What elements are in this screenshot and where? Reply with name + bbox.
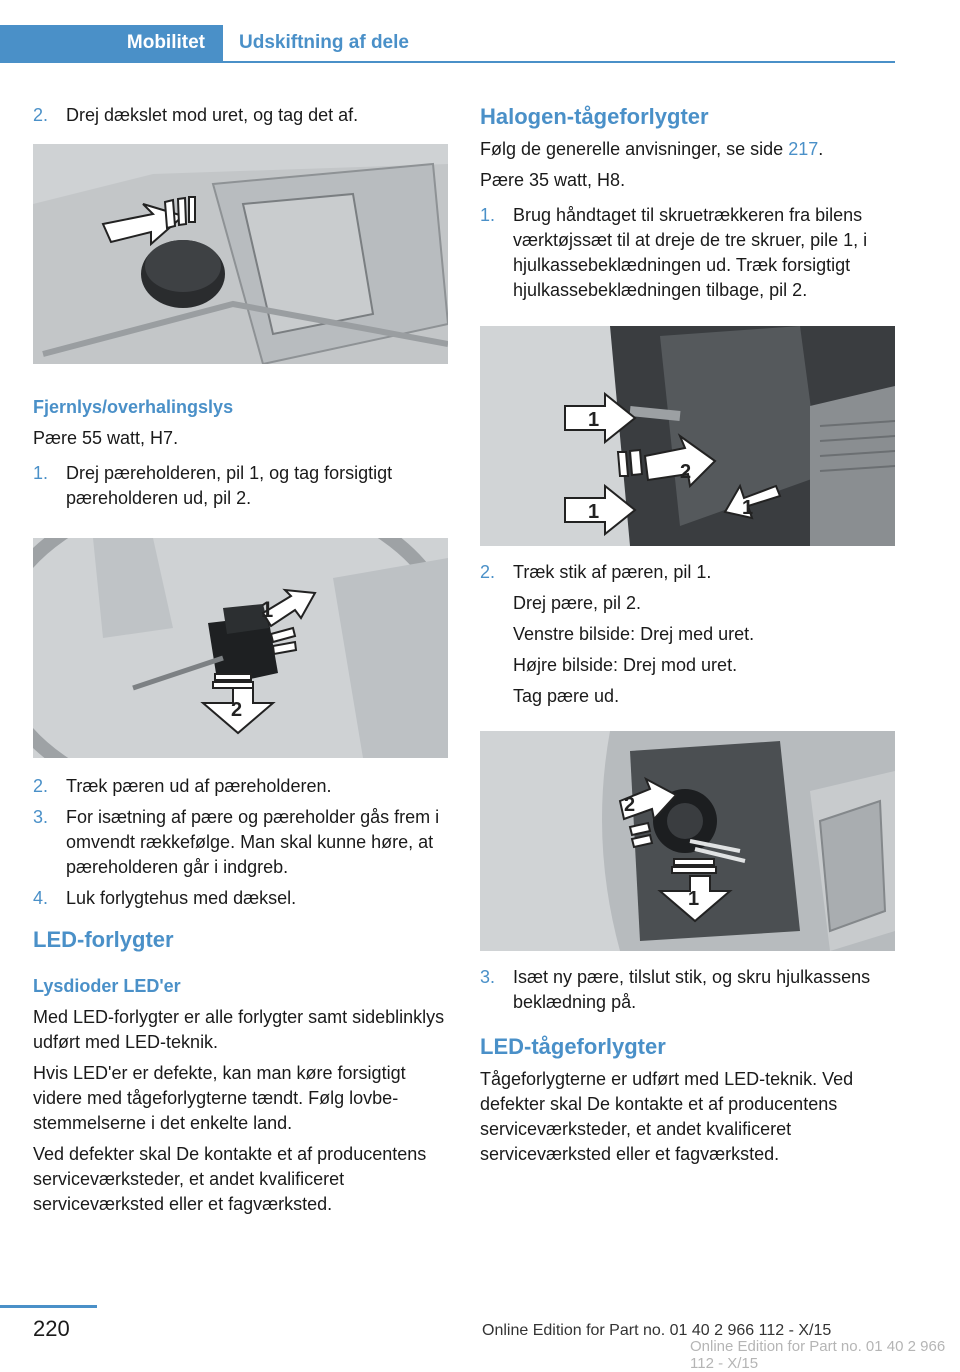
right-column: Halogen-tågeforlygter Følg de generelle … (480, 103, 898, 1167)
arrow-label: 2 (680, 461, 691, 483)
step-text: Træk stik af pæren, pil 1. Drej pære, pi… (513, 560, 898, 709)
list-item: 1. Drej pæreholderen, pil 1, og tag fors… (33, 461, 451, 511)
paragraph: Hvis LED'er er defekte, kan man køre for… (33, 1063, 406, 1133)
intro-text: Følg de generelle anvisninger, se side (480, 139, 789, 159)
arrow-label: 1 (261, 597, 273, 622)
rotate-arrow-icon (101, 203, 186, 247)
arrow-1-icon (723, 483, 782, 520)
tab-section-mobilitet[interactable]: Mobilitet (0, 25, 223, 61)
paragraph: Ved defekter skal De kontakte et af prod… (33, 1144, 427, 1214)
step-number: 3. (480, 967, 496, 987)
step-number: 1. (33, 463, 49, 483)
list-item: 1. Brug håndtaget til skruetrækkeren fra… (480, 203, 898, 303)
paragraph: Følg de generelle anvisninger, se side 2… (480, 137, 898, 162)
arrow-label: 2 (624, 794, 635, 816)
rotate-arrow-icon (261, 588, 317, 628)
bulb-spec: Pære 55 watt, H7. (33, 428, 179, 448)
list-item: 3. For isætning af pære og pæreholder gå… (33, 805, 451, 880)
subheading-leds: Lysdioder LED'er (33, 976, 181, 996)
intro-suffix: . (818, 139, 824, 159)
step-text: Drej pæreholderen, pil 1, og tag forsigt… (66, 463, 393, 508)
paragraph: Tågeforlygterne er udført med LED-teknik… (480, 1069, 854, 1164)
pull-arrow-icon (200, 687, 276, 735)
step-number: 4. (33, 888, 49, 908)
list-item: 4. Luk forlygtehus med dæksel. (33, 886, 451, 911)
section-heading-led-headlights: LED-forlygter (33, 927, 174, 952)
section-heading-halogen-fog: Halogen-tågeforlygter (480, 104, 709, 129)
list-item: 2. Træk pæren ud af pæreholderen. (33, 774, 451, 799)
arrow-1-icon (564, 483, 637, 537)
list-item: 2. Træk stik af pæren, pil 1. Drej pære,… (480, 560, 898, 709)
paragraph: Med LED-forlygter er alle forlygter samt… (33, 1007, 445, 1052)
step-number: 2. (33, 105, 49, 125)
watermark: Online Edition for Part no. 01 40 2 966 … (690, 1338, 946, 1372)
photo-fog-bulb: 2 1 (480, 731, 895, 951)
list-item: 2. Drej dækslet mod uret, og tag det af. (33, 103, 451, 128)
left-column: 2. Drej dækslet mod uret, og tag det af.… (33, 103, 451, 1217)
arrow-label: 1 (588, 409, 599, 431)
step-text: For isætning af pære og pæreholder gås f… (66, 807, 440, 877)
arrow-label: 1 (588, 501, 599, 523)
step-number: 3. (33, 807, 49, 827)
arrow-label: 1 (688, 888, 699, 910)
photo-wheel-arch-lining: 1 2 1 1 (480, 326, 895, 546)
list-item: 3. Isæt ny pære, tilslut stik, og skru h… (480, 965, 898, 1015)
step-text: Drej dækslet mod uret, og tag det af. (66, 105, 359, 125)
pull-arrow-icon (657, 875, 733, 923)
tab-page-title[interactable]: Udskiftning af dele (239, 32, 409, 53)
arrow-label: 2 (231, 699, 242, 721)
edition-line: Online Edition for Part no. 01 40 2 966 … (482, 1322, 832, 1339)
arrow-label: 1 (742, 497, 753, 519)
page-link[interactable]: 217 (788, 139, 819, 159)
step-number: 2. (480, 562, 496, 582)
step-line: Træk stik af pæren, pil 1. (513, 562, 712, 582)
step-line: Venstre bilside: Drej med uret. (513, 624, 755, 644)
section-heading-high-beam: Fjernlys/overhalingslys (33, 397, 234, 417)
arrow-1-icon (564, 391, 637, 445)
bulb-spec: Pære 35 watt, H8. (480, 170, 626, 190)
step-line: Drej pære, pil 2. (513, 593, 642, 613)
step-line: Højre bilside: Drej mod uret. (513, 655, 738, 675)
header-rule (0, 61, 895, 63)
step-text: Luk forlygtehus med dæksel. (66, 888, 297, 908)
arrow-2-icon (643, 433, 717, 489)
rotate-arrow-icon (618, 776, 678, 822)
step-text: Isæt ny pære, tilslut stik, og skru hjul… (513, 967, 871, 1012)
page-number: 220 (33, 1316, 70, 1341)
photo-headlight-cover (33, 144, 448, 364)
step-text: Brug håndtaget til skruetrækkeren fra bi… (513, 205, 868, 300)
step-text: Træk pæren ud af pæreholderen. (66, 776, 332, 796)
section-heading-led-fog: LED-tågeforlygter (480, 1034, 666, 1059)
step-number: 2. (33, 776, 49, 796)
step-line: Tag pære ud. (513, 686, 620, 706)
footer-rule (0, 1305, 97, 1308)
photo-high-beam-bulb-holder: 1 2 (33, 538, 448, 758)
step-number: 1. (480, 205, 496, 225)
